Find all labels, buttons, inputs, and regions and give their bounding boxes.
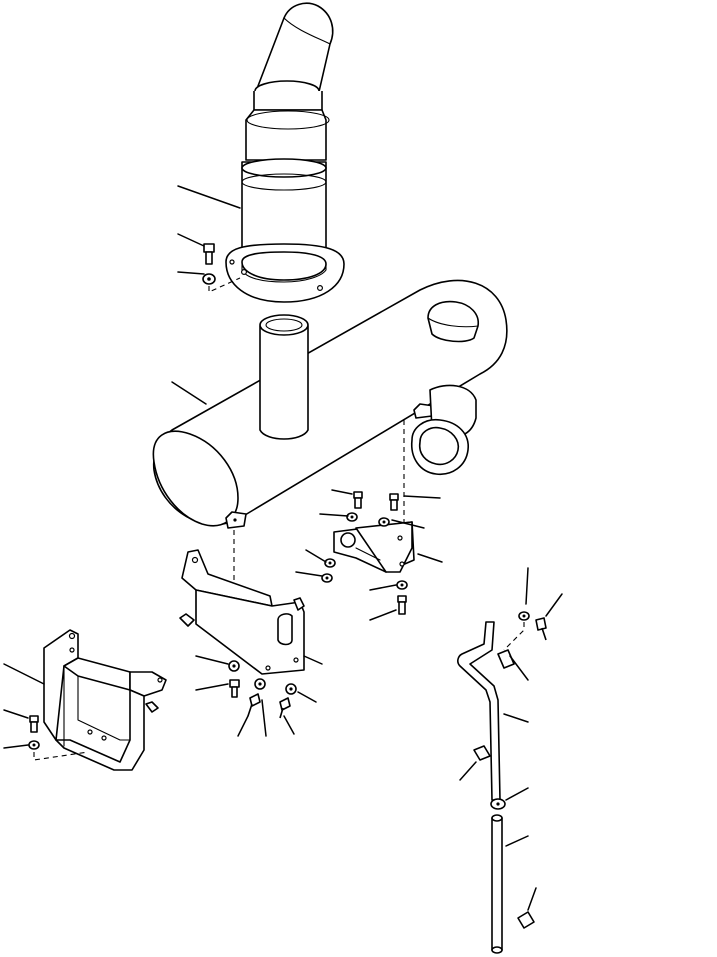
guard-bracket [43,629,167,771]
muffler [152,279,508,529]
muffler-outlet-pipe [259,314,309,440]
muffler-inlet-elbow [411,384,477,475]
hose-clamp [517,911,535,929]
stack-bolt [518,611,547,641]
exhaust-stack [225,2,345,303]
stack-bolt [321,491,408,615]
leader-lines [3,185,563,911]
drain-hose [491,814,503,954]
stack-washer [28,715,40,750]
drain-tube [457,621,501,801]
stack-bolt [228,660,297,719]
right-muffler-bracket [333,521,415,573]
stack-bolt [203,243,215,265]
stack-washer [202,273,216,285]
tube-clamp [473,649,515,810]
left-muffler-bracket [179,549,305,675]
